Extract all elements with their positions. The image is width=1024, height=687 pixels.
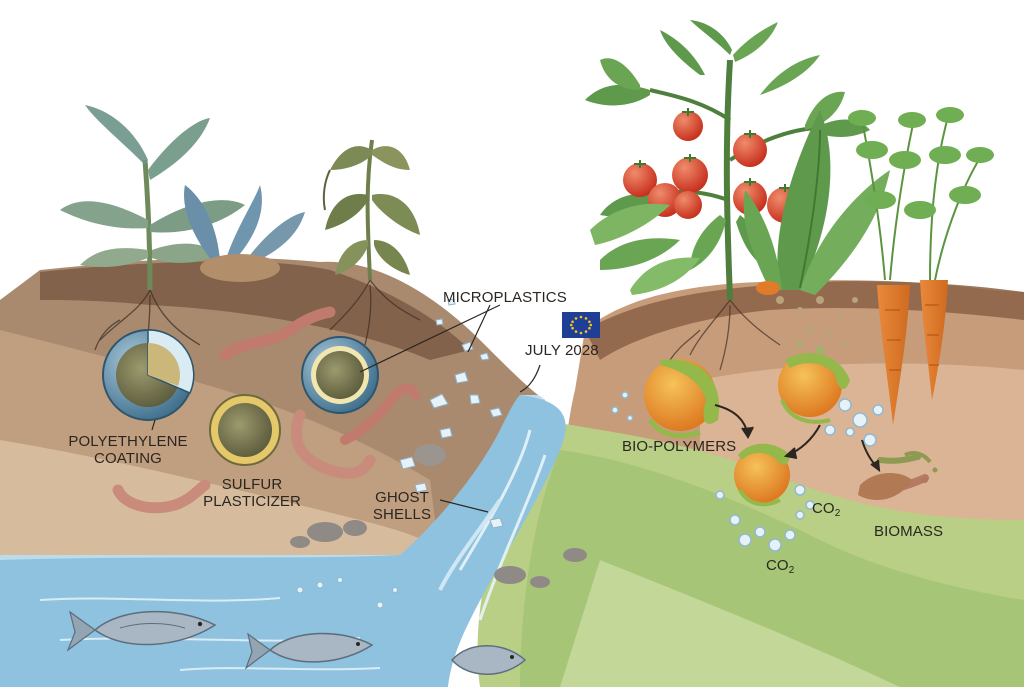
biomass-label: BIOMASS bbox=[874, 523, 944, 540]
label-leader-lines bbox=[151, 304, 541, 513]
carrot-icon bbox=[877, 285, 910, 425]
bubble-icon bbox=[611, 391, 884, 552]
bubble-icon bbox=[296, 577, 398, 609]
soil-particles bbox=[757, 296, 858, 354]
biopolymer-granule-fragmenting bbox=[734, 443, 790, 507]
polyethylene-coating-label: POLYETHYLENE COATING bbox=[68, 433, 188, 467]
polyethylene-granule bbox=[102, 329, 195, 421]
date-label: JULY 2028 bbox=[525, 342, 599, 359]
microplastics-label: MICROPLASTICS bbox=[443, 289, 567, 306]
blue-leaf-plant bbox=[184, 185, 305, 282]
right-roots bbox=[669, 299, 781, 371]
eu-flag-icon bbox=[562, 312, 600, 338]
co2-lower-label: CO2 bbox=[766, 557, 795, 576]
sulfur-granule bbox=[209, 394, 281, 466]
bio-polymers-label: BIO-POLYMERS bbox=[622, 438, 737, 455]
fish-icon bbox=[450, 645, 527, 675]
ghost-shells-fragments bbox=[399, 298, 504, 529]
carrot-plants bbox=[756, 107, 994, 425]
withered-seedling bbox=[322, 139, 420, 281]
fertilizer-granule-icon bbox=[644, 359, 720, 439]
process-arrows bbox=[714, 404, 881, 473]
pebbles bbox=[290, 444, 587, 588]
co2-upper-label: CO2 bbox=[812, 500, 841, 519]
fish-icon bbox=[66, 610, 217, 652]
left-roots bbox=[94, 279, 421, 361]
biomass-bits bbox=[858, 451, 938, 500]
biopolymer-granule-dissolving bbox=[778, 352, 850, 424]
worm-icon bbox=[112, 306, 929, 514]
tomato-plant bbox=[585, 20, 870, 301]
microplastic-granule bbox=[301, 336, 379, 414]
sulfur-plasticizer-label: SULFUR PLASTICIZER bbox=[203, 476, 301, 510]
ghost-shells-label: GHOST SHELLS bbox=[372, 489, 432, 523]
fish-icon bbox=[244, 632, 374, 670]
right-grass-meadow bbox=[477, 420, 1024, 687]
